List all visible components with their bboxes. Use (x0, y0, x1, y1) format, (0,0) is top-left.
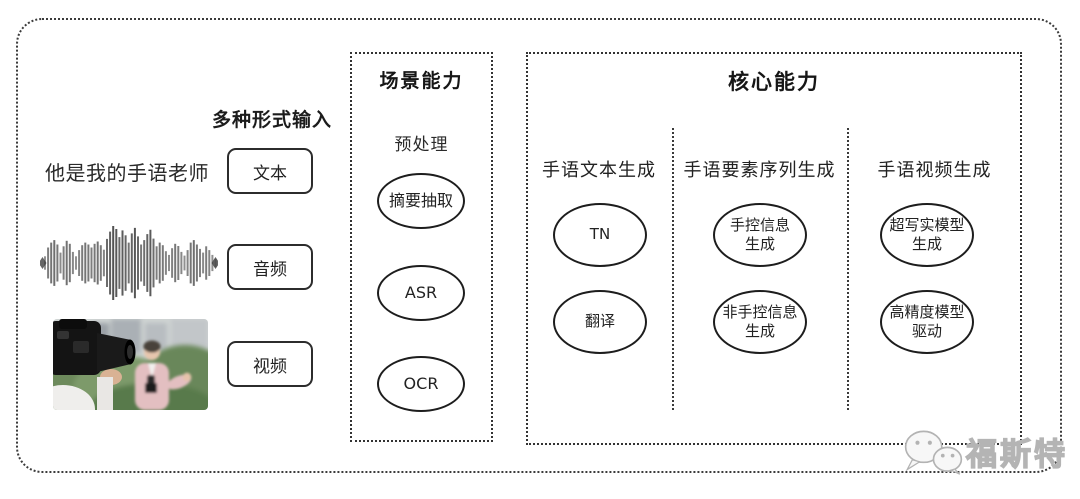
watermark-text: 福斯特 (965, 436, 1068, 473)
node-label: 生成 (744, 322, 775, 340)
node-label: 超写实模型 (889, 215, 965, 234)
column-header-sign-element-sequence-generation: 手语要素序列生成 (683, 160, 836, 181)
node-label: 翻译 (584, 312, 615, 331)
node-label: 手控信息 (729, 215, 790, 234)
node-label: 驱动 (911, 322, 942, 340)
audio-waveform-icon (38, 224, 220, 302)
column-header-sign-video-generation: 手语视频生成 (877, 160, 992, 181)
preprocess-label: 预处理 (394, 135, 449, 155)
column-header-sign-text-generation: 手语文本生成 (542, 160, 656, 181)
node-label: 高精度模型 (889, 302, 965, 321)
node-high-precision-model-driving: 高精度模型 驱动 (880, 290, 974, 354)
camera-foreground (53, 319, 136, 410)
node-summary-extraction: 摘要抽取 (377, 173, 465, 229)
watermark: 福斯特 (902, 427, 1068, 475)
node-label: 摘要抽取 (388, 190, 453, 210)
audio-chip-label: 音频 (253, 259, 287, 280)
text-input-chip[interactable]: 文本 (227, 148, 313, 194)
node-label: OCR (403, 373, 439, 393)
node-manual-feature-generation: 手控信息 生成 (713, 203, 807, 267)
node-label: 生成 (911, 235, 942, 253)
text-chip-label: 文本 (253, 163, 287, 184)
wechat-icon (904, 430, 963, 475)
node-asr: ASR (377, 265, 465, 321)
node-translation: 翻译 (553, 290, 647, 354)
node-tn: TN (553, 203, 647, 267)
outer-dotted-frame (16, 18, 1062, 473)
node-label: 非手控信息 (722, 302, 798, 321)
node-non-manual-feature-generation: 非手控信息 生成 (713, 290, 807, 354)
column-divider (672, 128, 674, 410)
scene-capability-box: 场景能力 预处理 (350, 52, 493, 442)
node-label: ASR (404, 282, 438, 302)
video-input-chip[interactable]: 视频 (227, 341, 313, 387)
node-label: TN (589, 225, 611, 244)
node-ocr: OCR (377, 356, 465, 412)
scene-capability-title: 场景能力 (379, 70, 464, 92)
reporter-figure (135, 340, 192, 410)
core-capability-box: 核心能力 (526, 52, 1022, 445)
node-label: 生成 (744, 235, 775, 253)
input-section-label: 多种形式输入 (211, 109, 332, 131)
core-capability-title: 核心能力 (728, 70, 820, 94)
node-hyperrealistic-model-generation: 超写实模型 生成 (880, 203, 974, 267)
reporter-photo (53, 319, 208, 410)
video-chip-label: 视频 (253, 356, 287, 377)
audio-input-chip[interactable]: 音频 (227, 244, 313, 290)
column-divider (847, 128, 849, 410)
sample-sentence-text: 他是我的手语老师 (45, 161, 209, 185)
